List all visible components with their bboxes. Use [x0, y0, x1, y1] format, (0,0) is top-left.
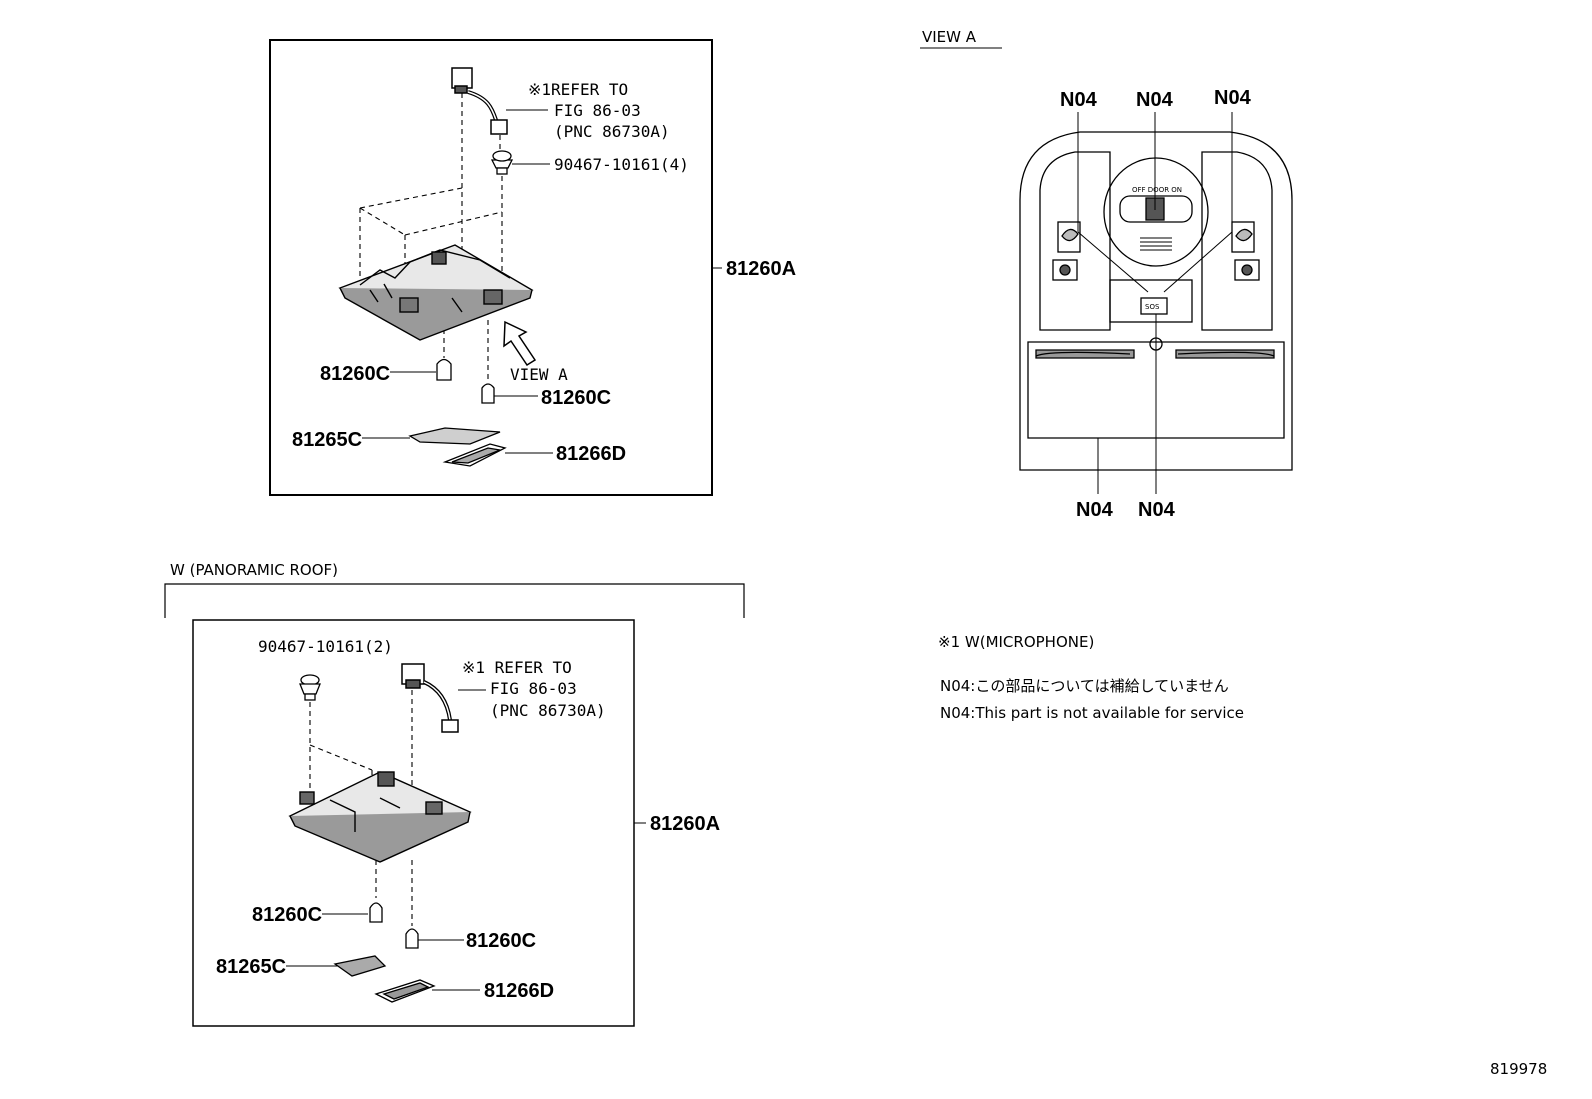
figure-number: 819978 [1490, 1060, 1547, 1078]
bulb-right-part-number: 81260C [466, 930, 536, 952]
bulb-left-part-number: 81260C [252, 904, 322, 926]
n04-label-top-left: N04 [1060, 89, 1098, 111]
n04-label-bottom-left: N04 [1076, 499, 1114, 521]
lens-2-part-number: 81266D [484, 980, 554, 1002]
screw-icon [299, 674, 321, 701]
refer-note-line2: FIG 86-03 [554, 101, 641, 120]
note-english: N04:This part is not available for servi… [940, 704, 1244, 722]
dome-switch-label: OFF DOOR ON [1132, 186, 1182, 194]
view-a-arrow-icon [503, 320, 537, 367]
assembly-part-number: 81260A [726, 258, 796, 280]
bulb-left-part-number: 81260C [320, 363, 390, 385]
refer-note-line2: FIG 86-03 [490, 679, 577, 698]
bulb-icon [436, 358, 495, 404]
view-a-panel: VIEW A OFF DOOR ON SOS [920, 28, 1293, 521]
view-a-leader-lines [1077, 112, 1233, 494]
lens-icon [408, 427, 507, 467]
assembly-part-number: 81260A [650, 813, 720, 835]
section-bracket [164, 583, 745, 618]
view-a-title: VIEW A [922, 28, 977, 46]
panoramic-roof-heading: W (PANORAMIC ROOF) [170, 561, 338, 579]
notes: ※1 W(MICROPHONE) N04:この部品については補給していません N… [938, 633, 1244, 722]
sos-button-label: SOS [1145, 303, 1160, 311]
refer-note-line3: (PNC 86730A) [490, 701, 606, 720]
refer-note-line3: (PNC 86730A) [554, 122, 670, 141]
lens-icon [333, 955, 436, 1003]
top-leader-lines [362, 109, 722, 454]
top-assembly: VIEW A ※1REFER TO FIG 86-03 (PNC 86730A)… [269, 39, 796, 496]
panoramic-roof-section: W (PANORAMIC ROOF) [164, 561, 745, 1027]
bottom-leader-lines [286, 689, 646, 991]
refer-note-line1: ※1REFER TO [528, 80, 628, 99]
lens-2-part-number: 81266D [556, 443, 626, 465]
map-lamp-housing-icon [288, 771, 472, 863]
lens-1-part-number: 81265C [216, 956, 286, 978]
lens-1-part-number: 81265C [292, 429, 362, 451]
n04-label-top-right: N04 [1214, 87, 1252, 109]
note-microphone: ※1 W(MICROPHONE) [938, 633, 1094, 651]
n04-label-top-center: N04 [1136, 89, 1174, 111]
top-guide-lines [359, 93, 503, 382]
wire-harness-icon [401, 663, 459, 733]
screw-icon [490, 150, 514, 175]
screw-part-number: 90467-10161(2) [258, 637, 393, 656]
wire-harness-icon [451, 67, 508, 135]
view-a-arrow-label: VIEW A [510, 365, 568, 384]
overhead-console-icon [1019, 131, 1293, 471]
map-lamp-housing-icon [338, 244, 534, 341]
note-japanese: N04:この部品については補給していません [940, 677, 1229, 695]
screw-part-number: 90467-10161(4) [554, 155, 689, 174]
refer-note-line1: ※1 REFER TO [462, 658, 572, 677]
bulb-right-part-number: 81260C [541, 387, 611, 409]
bulb-icon [369, 902, 419, 949]
n04-label-bottom-right: N04 [1138, 499, 1176, 521]
